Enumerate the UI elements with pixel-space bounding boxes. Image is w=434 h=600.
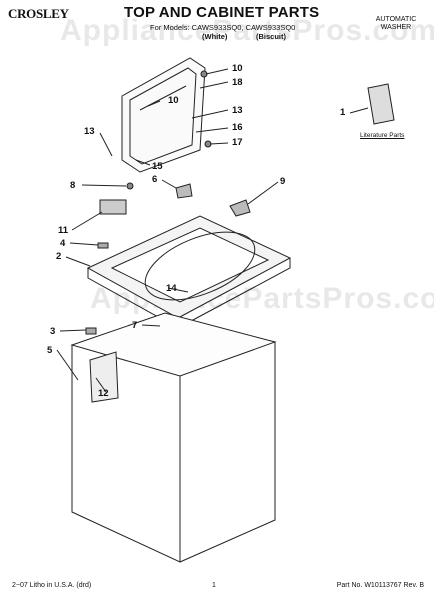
callout-label: 5	[47, 345, 53, 356]
color-white: (White)	[202, 32, 228, 41]
product-type: AUTOMATIC WASHER	[370, 16, 422, 32]
callout-label: 16	[232, 122, 243, 133]
cabinet-part	[70, 312, 277, 563]
screw-part	[126, 182, 134, 190]
callout-label: 18	[232, 77, 243, 88]
callout-label: 15	[152, 161, 163, 172]
callout-label: 11	[58, 225, 69, 236]
brand-logo: CROSLEY	[8, 6, 69, 21]
clip-part	[97, 242, 109, 249]
models-line: For Models: CAWS933SQ0, CAWS933SQ0	[150, 23, 296, 32]
callout-label: 6	[152, 174, 158, 185]
callout-label: 17	[232, 137, 243, 148]
callout-label: 13	[232, 105, 243, 116]
clip-part	[85, 327, 97, 335]
color-biscuit: (Biscuit)	[256, 32, 286, 41]
page-title: TOP AND CABINET PARTS	[124, 4, 320, 21]
color-row: (White) (Biscuit)	[150, 32, 310, 41]
footer-print-info: 2−07 Litho in U.S.A. (drd)	[12, 582, 92, 589]
product-line-2: WASHER	[380, 24, 412, 31]
callout-label: 4	[60, 238, 66, 249]
literature-booklet	[367, 83, 395, 125]
product-line-1: AUTOMATIC	[375, 16, 417, 23]
callout-label: 2	[56, 251, 62, 262]
callout-label: 9	[280, 176, 286, 187]
callout-label: 10	[232, 63, 243, 74]
callout-label: 10	[168, 95, 179, 106]
top-panel	[86, 215, 292, 329]
lid-switch-part	[99, 199, 127, 215]
models-text: For Models: CAWS933SQ0, CAWS933SQ0 (Whit…	[150, 23, 310, 41]
footer-page-number: 1	[212, 582, 216, 589]
callout-label: 7	[132, 320, 138, 331]
footer-part-number: Part No. W10113767 Rev. B	[336, 582, 424, 589]
callout-label: 12	[98, 388, 109, 399]
lid-part	[121, 57, 206, 173]
callout-label: 14	[166, 283, 177, 294]
callout-label: 3	[50, 326, 56, 337]
hinge-part	[175, 183, 193, 199]
latch-part	[229, 199, 251, 217]
literature-label: Literature Parts	[360, 132, 405, 139]
callout-label: 1	[340, 107, 346, 118]
callout-label: 8	[70, 180, 76, 191]
callout-label: 13	[84, 126, 95, 137]
watermark: AppliancePartsPros.com	[60, 14, 434, 47]
